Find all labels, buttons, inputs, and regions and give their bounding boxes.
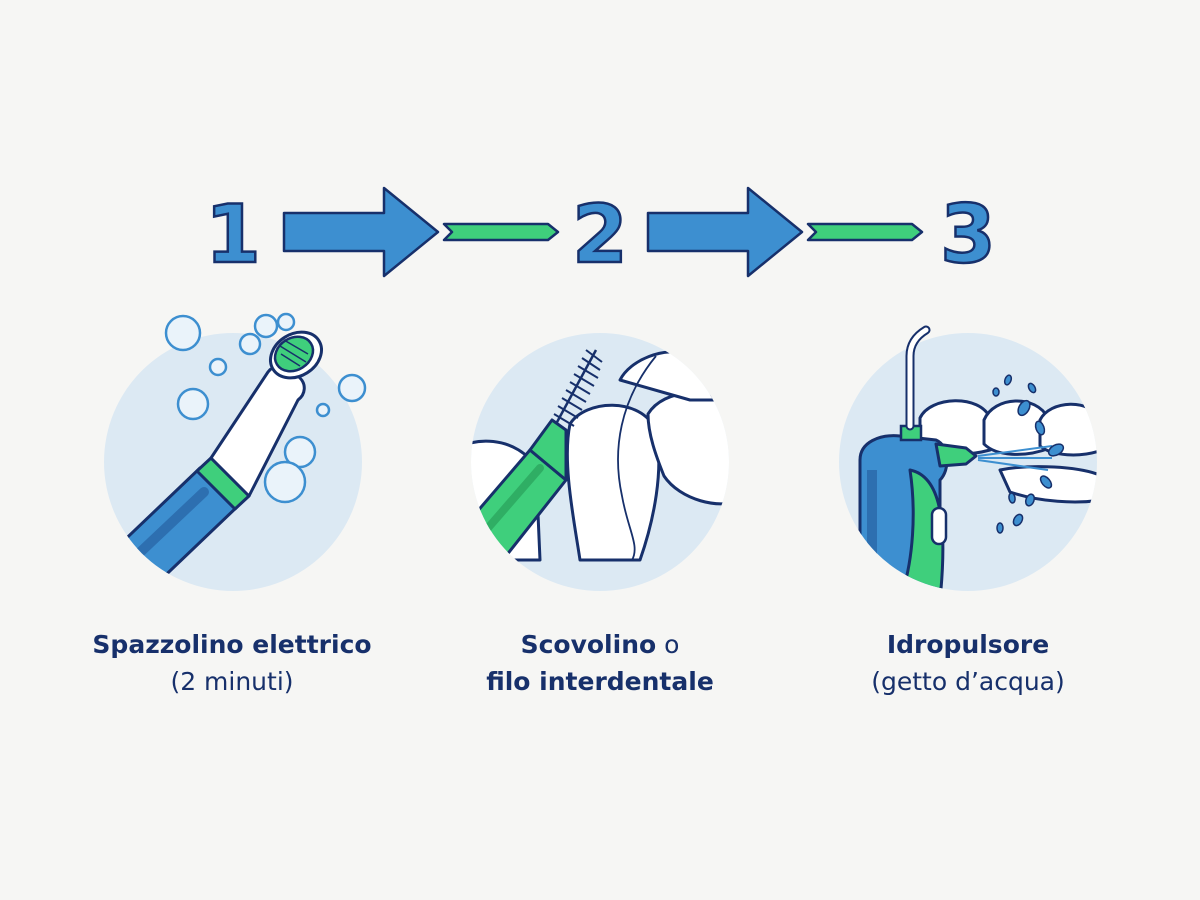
interdental-brush-icon [471, 333, 729, 591]
step-2-subtitle: filo interdentale [486, 667, 714, 696]
step-number-3: 3 [940, 188, 996, 281]
water-jet [977, 445, 1053, 471]
step-3-caption: Idropulsore (getto d’acqua) [788, 626, 1148, 700]
step-2-caption: Scovolino o filo interdentale [420, 626, 780, 700]
step-3-subtitle: (getto d’acqua) [871, 667, 1065, 696]
step-number-1: 1 [205, 188, 261, 281]
step-1-subtitle: (2 minuti) [170, 667, 294, 696]
step-number-2: 2 [572, 188, 628, 281]
blue-arrow-icon [282, 186, 440, 278]
step-2-title: Scovolino [520, 630, 657, 659]
green-arrow-icon [442, 222, 560, 242]
electric-toothbrush-icon [104, 312, 367, 591]
step-3-title: Idropulsore [886, 630, 1050, 659]
step-1-title: Spazzolino elettrico [92, 630, 372, 659]
step-1-caption: Spazzolino elettrico (2 minuti) [52, 626, 412, 700]
bristles [553, 349, 603, 427]
water-droplets [992, 374, 1065, 534]
step-2-title-suffix: o [656, 630, 680, 659]
water-flosser-icon [839, 325, 1097, 591]
arrow-1-to-2 [282, 186, 560, 278]
arrow-2-to-3 [646, 186, 924, 278]
green-arrow-icon [806, 222, 924, 242]
blue-arrow-icon [646, 186, 804, 278]
